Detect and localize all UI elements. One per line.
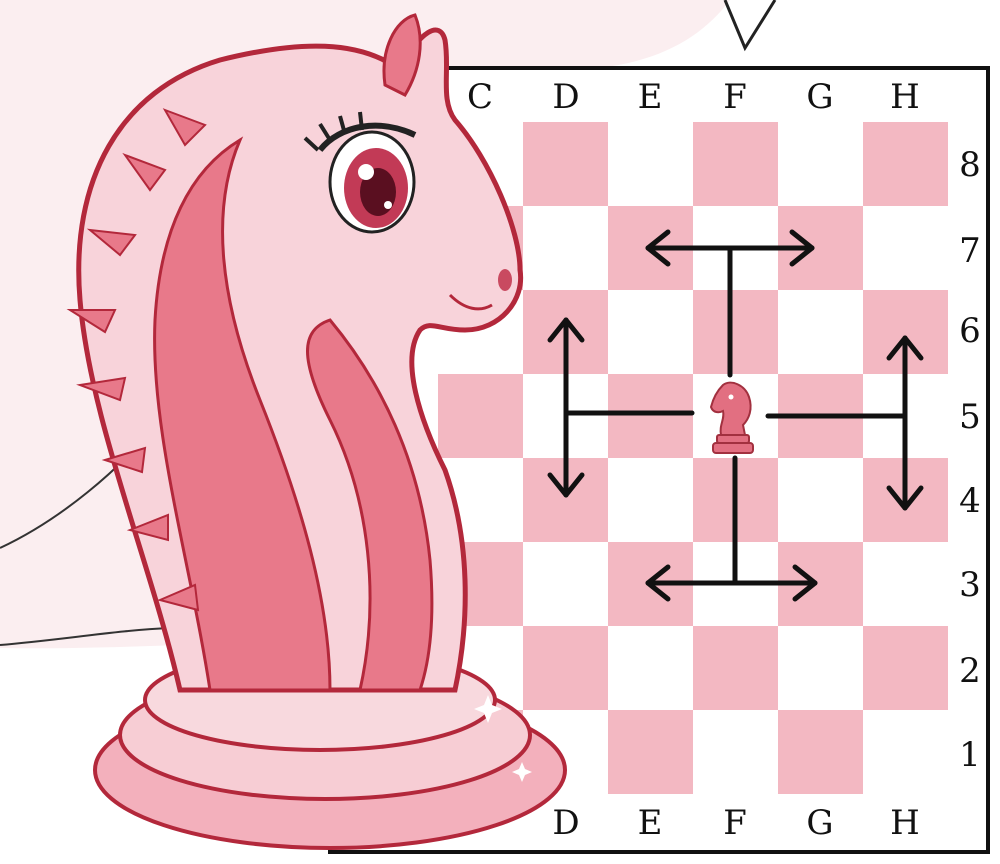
file-label-top: F xyxy=(723,77,747,117)
board-square xyxy=(608,458,693,542)
board-square xyxy=(863,626,948,710)
rank-label: 8 xyxy=(959,145,981,185)
board-square xyxy=(608,626,693,710)
board-square xyxy=(693,710,778,794)
board-square xyxy=(863,542,948,626)
rank-label: 6 xyxy=(959,311,981,351)
background-doodle-v xyxy=(725,0,775,48)
board-squares xyxy=(438,122,948,794)
file-label-bottom: E xyxy=(638,803,663,843)
rank-label: 3 xyxy=(959,565,981,605)
file-label-top: H xyxy=(890,77,920,117)
rank-label: 1 xyxy=(959,735,981,775)
board-square xyxy=(523,542,608,626)
rank-label: 5 xyxy=(959,397,981,437)
file-label-bottom: H xyxy=(890,803,920,843)
file-label-top: G xyxy=(806,77,833,117)
file-label-bottom: F xyxy=(723,803,747,843)
board-square xyxy=(608,374,693,458)
board-square xyxy=(523,626,608,710)
board-square xyxy=(693,626,778,710)
file-label-top: E xyxy=(638,77,663,117)
board-square xyxy=(608,710,693,794)
board-square xyxy=(863,122,948,206)
board-square xyxy=(693,290,778,374)
file-label-bottom: D xyxy=(552,803,579,843)
board-square xyxy=(778,710,863,794)
board-square xyxy=(523,206,608,290)
board-square xyxy=(778,122,863,206)
board-square xyxy=(523,122,608,206)
rank-label: 4 xyxy=(959,481,981,521)
rank-label: 2 xyxy=(959,651,981,691)
file-label-top: D xyxy=(552,77,579,117)
board-square xyxy=(438,374,523,458)
mascot-nostril xyxy=(498,269,512,291)
board-square xyxy=(608,290,693,374)
board-square xyxy=(778,290,863,374)
board-square xyxy=(608,122,693,206)
rank-label: 7 xyxy=(959,231,981,271)
board-square xyxy=(778,458,863,542)
board-square xyxy=(778,626,863,710)
board-square xyxy=(863,206,948,290)
file-label-bottom: G xyxy=(806,803,833,843)
file-label-top: C xyxy=(467,77,493,117)
board-square xyxy=(863,710,948,794)
board-square xyxy=(693,122,778,206)
